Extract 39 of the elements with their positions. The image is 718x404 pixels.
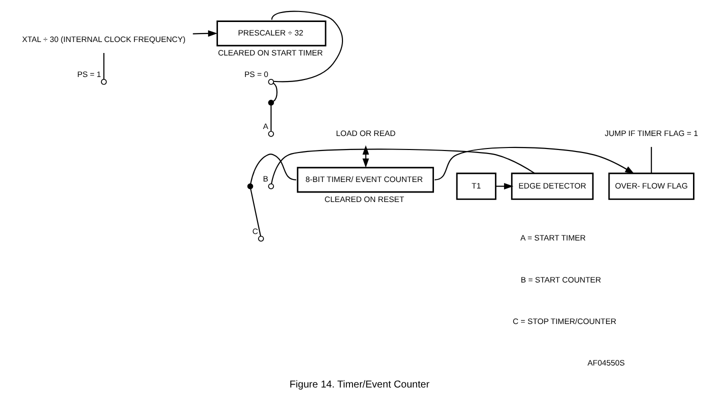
node-box: EDGE DETECTOR bbox=[510, 172, 594, 200]
node-circle bbox=[246, 183, 253, 190]
arrow bbox=[362, 145, 369, 168]
connector bbox=[250, 188, 261, 236]
node-circle bbox=[100, 78, 106, 85]
connector bbox=[270, 105, 272, 132]
arrow bbox=[495, 183, 513, 190]
arrow bbox=[434, 146, 634, 180]
node-circle bbox=[268, 183, 274, 190]
label: B = START COUNTER bbox=[520, 275, 601, 284]
node-circle bbox=[268, 100, 274, 106]
label: AF04550S bbox=[587, 358, 624, 368]
node-text: JUMP IF TIMER FLAG = 1 bbox=[604, 128, 698, 138]
node-box: 8-BIT TIMER/ EVENT COUNTER bbox=[296, 166, 434, 193]
connector bbox=[270, 148, 534, 184]
node-text: LOAD OR READ bbox=[336, 128, 396, 138]
node-label: PS = 1 bbox=[76, 70, 101, 80]
node-box: T1 bbox=[456, 172, 496, 200]
connector bbox=[102, 52, 104, 80]
label: A = START TIMER bbox=[520, 234, 586, 243]
label: C = STOP TIMER/COUNTER bbox=[512, 316, 616, 326]
node-box: PRESCALER ÷ 32 bbox=[216, 20, 326, 46]
node-circle bbox=[268, 130, 274, 137]
caption: Figure 14. Timer/Event Counter bbox=[289, 379, 429, 390]
connector bbox=[272, 82, 278, 102]
node-label: CLEARED ON RESET bbox=[324, 194, 404, 204]
connector bbox=[250, 154, 296, 184]
node-box: OVER- FLOW FLAG bbox=[608, 172, 694, 200]
node-label: PS = 0 bbox=[244, 70, 268, 80]
node-label: B bbox=[262, 174, 268, 184]
node-circle bbox=[258, 236, 264, 242]
node-circle bbox=[268, 78, 274, 85]
node-text: XTAL ÷ 30 (INTERNAL CLOCK FREQUENCY) bbox=[22, 34, 186, 44]
node-label: A bbox=[262, 122, 268, 132]
node-label: CLEARED ON START TIMER bbox=[217, 48, 322, 58]
connector bbox=[270, 10, 342, 82]
arrow bbox=[192, 30, 217, 37]
node-label: C bbox=[252, 226, 258, 236]
connector bbox=[650, 146, 652, 174]
